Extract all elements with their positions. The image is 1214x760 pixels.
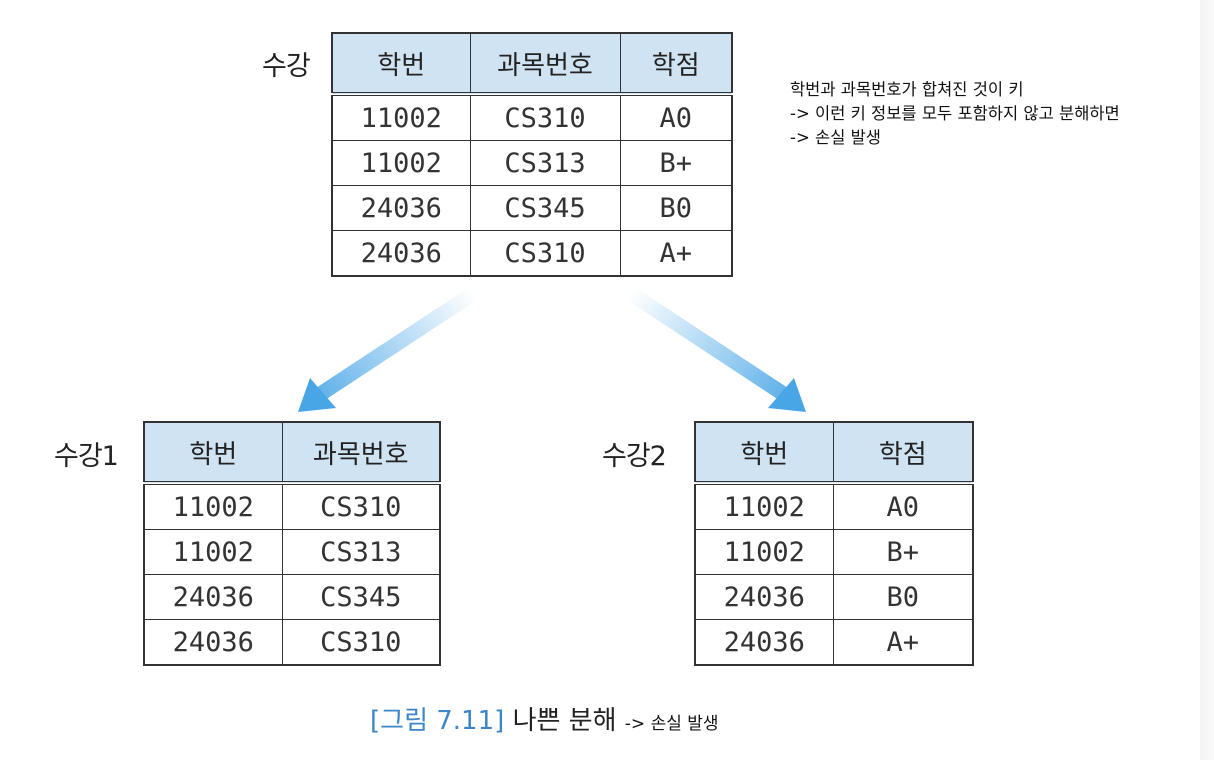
table-cell: 11002: [723, 491, 805, 523]
table-cell: 24036: [332, 230, 470, 276]
table-cell: B+: [619, 140, 732, 186]
table-cell: 11002: [332, 140, 470, 186]
note-line: 학번과 과목번호가 합쳐진 것이 키: [790, 80, 1024, 99]
table-cell: CS345: [469, 185, 620, 231]
relation-name-left: 수강1: [54, 441, 119, 472]
table-cell: CS345: [281, 574, 440, 620]
column-header: 과목번호: [469, 33, 620, 96]
table-cell: B0: [619, 185, 732, 231]
note-line: -> 손실 발생: [790, 128, 881, 147]
column-header: 학번: [144, 422, 282, 485]
table-cell: B+: [832, 529, 973, 575]
table-cell: B0: [832, 574, 973, 620]
table-cell: A+: [619, 230, 732, 276]
table-cell: CS310: [281, 619, 440, 665]
table-row: 11002 CS310: [144, 483, 440, 530]
table-cell: A+: [832, 619, 973, 665]
column-header: 과목번호: [281, 422, 440, 485]
table-cell: CS313: [469, 140, 620, 186]
figure-title: 나쁜 분해: [512, 706, 617, 736]
table-cell: 11002: [360, 102, 442, 134]
table-cell: CS310: [281, 483, 440, 530]
column-header: 학번: [695, 422, 833, 485]
arrow-to-left-table: [298, 286, 479, 412]
relation-name-right: 수강2: [602, 441, 667, 472]
table-cell: 24036: [695, 619, 833, 665]
table-cell: A0: [619, 94, 732, 141]
column-header: 학번: [332, 33, 470, 96]
table-cell: 24036: [144, 619, 282, 665]
column-header: 학점: [832, 422, 973, 485]
table-row: 11002 A0: [695, 483, 973, 530]
table-cell: A0: [832, 483, 973, 530]
table-cell: 24036: [695, 574, 833, 620]
figure-suffix: -> 손실 발생: [624, 714, 719, 734]
explanation-note: 학번과 과목번호가 합쳐진 것이 키 -> 이런 키 정보를 모두 포함하지 않…: [790, 78, 1120, 150]
figure-caption: [그림 7.11] 나쁜 분해 -> 손실 발생: [370, 700, 719, 737]
table-cell: CS310: [469, 230, 620, 276]
relation-name-top: 수강: [262, 51, 311, 82]
note-line: -> 이런 키 정보를 모두 포함하지 않고 분해하면: [790, 104, 1120, 123]
table-cell: CS310: [469, 94, 620, 141]
window-edge: [1200, 0, 1214, 760]
table-cell: CS313: [281, 529, 440, 575]
table-cell: 24036: [144, 574, 282, 620]
column-header: 학점: [619, 33, 732, 96]
table-cell: 11002: [695, 529, 833, 575]
table-cell: 11002: [144, 529, 282, 575]
table-cell: 24036: [332, 185, 470, 231]
arrow-to-right-table: [625, 286, 806, 412]
figure-label: [그림 7.11]: [370, 706, 505, 736]
table-cell: 11002: [172, 491, 254, 523]
